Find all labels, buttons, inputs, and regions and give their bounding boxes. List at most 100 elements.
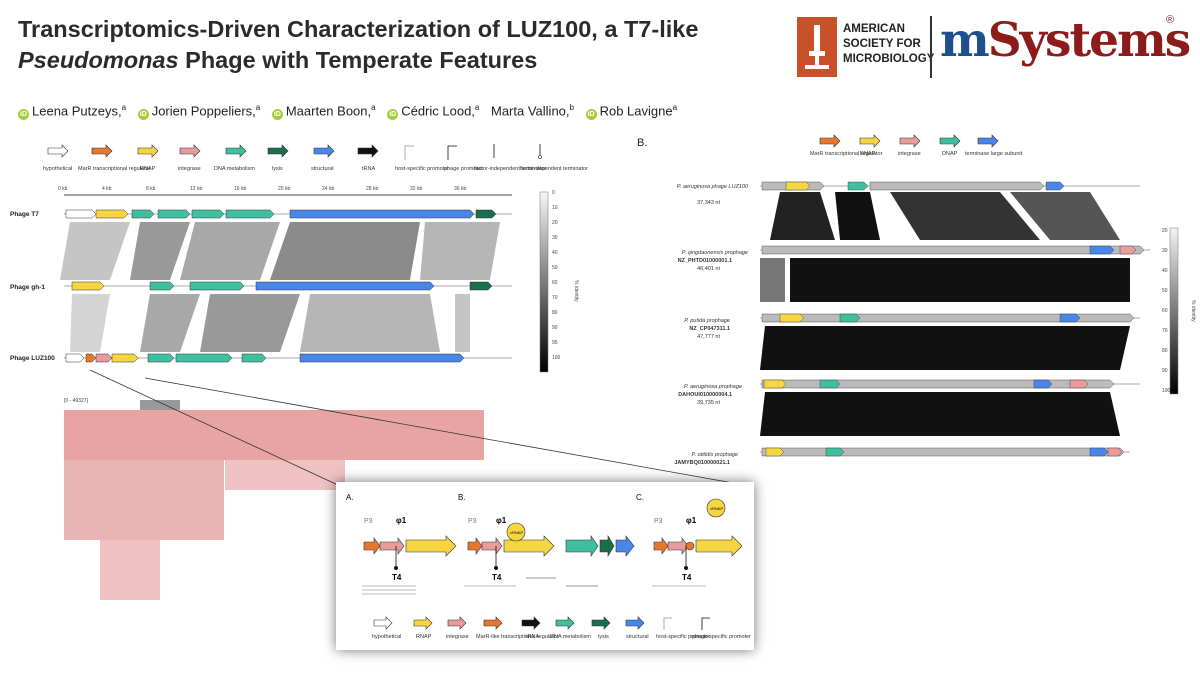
genome-label: Phage LUZ100 (10, 355, 55, 362)
svg-text:φ1: φ1 (396, 516, 407, 525)
panel-b-figure: MarR transcriptional regulator RNAP inte… (674, 134, 1196, 466)
legend-label: phage promoter (444, 166, 483, 172)
inset-model-a: P3 φ1 T4 (362, 516, 457, 595)
legend-marr-arrow (819, 134, 841, 148)
title-line-2: Pseudomonas Phage with Temperate Feature… (18, 45, 788, 76)
genome-label: P. putida prophage (684, 318, 730, 324)
svg-text:[0 - 49327]: [0 - 49327] (64, 398, 89, 404)
rnap-bubble-icon (706, 498, 726, 518)
t7-gene-track (64, 209, 512, 219)
identity-tick-label: 0 (552, 190, 555, 196)
legend-label: RNAP (860, 151, 876, 157)
svg-text:tRNA: tRNA (526, 634, 539, 640)
legend-label: MarR transcriptional regulator (810, 151, 883, 157)
identity-tick-label: 100 (552, 355, 561, 361)
svg-text:% identity: % identity (573, 280, 579, 302)
svg-text:20 kb: 20 kb (278, 186, 290, 192)
svg-text:12 kb: 12 kb (190, 186, 202, 192)
svg-text:NZ_PHTD01000001.1: NZ_PHTD01000001.1 (678, 258, 732, 264)
identity-tick-label: 20 (552, 220, 558, 226)
svg-text:39,735 nt: 39,735 nt (697, 400, 720, 406)
svg-text:T4: T4 (682, 573, 692, 582)
svg-text:φ1: φ1 (496, 516, 507, 525)
svg-text:structural: structural (626, 634, 649, 640)
genome-label: P. aeruginosa phage LUZ100 (677, 184, 749, 190)
legend-label: lysis (272, 166, 283, 172)
identity-tick-label: 40 (552, 250, 558, 256)
identity-tick-label: 60 (1162, 308, 1168, 314)
legend-label: DNAP (942, 151, 958, 157)
synteny-ribbons-t7-gh1 (60, 222, 500, 280)
inset-panel-label: A. (346, 493, 354, 502)
asm-microscope-logo (797, 17, 837, 77)
svg-text:P3: P3 (364, 518, 373, 525)
inset-panel-label: B. (458, 493, 466, 502)
panel-b-genome-labels: P. aeruginosa phage LUZ100 37,343 nt P. … (674, 184, 749, 466)
title-line-2-rest: Phage with Temperate Features (178, 47, 538, 73)
legend-label: terminase large subunit (965, 151, 1023, 157)
orcid-icon[interactable]: iD (18, 109, 29, 121)
orcid-icon[interactable]: iD (387, 109, 399, 121)
identity-tick-label: 80 (552, 310, 558, 316)
identity-tick-label: 30 (1162, 248, 1168, 254)
svg-text:hypothetical: hypothetical (372, 634, 401, 640)
legend-label: RNAP (140, 166, 156, 172)
title-line-1: Transcriptomics-Driven Characterization … (18, 16, 699, 42)
identity-tick-label: 50 (1162, 288, 1168, 294)
svg-text:T4: T4 (492, 573, 502, 582)
legend-terminase-arrow (977, 134, 999, 148)
rnap-bubble-icon (506, 522, 526, 542)
svg-text:NZ_CP047311.1: NZ_CP047311.1 (689, 326, 730, 332)
genome-label: P. aeruginosa prophage (684, 384, 742, 390)
svg-text:4 kb: 4 kb (102, 186, 112, 192)
legend-label: factor-independent terminator (474, 166, 546, 172)
legend-label: structural (311, 166, 334, 172)
svg-text:37,343 nt: 37,343 nt (697, 200, 720, 206)
genome-label: Phage T7 (10, 211, 39, 218)
orcid-icon[interactable]: iD (271, 109, 283, 121)
svg-text:P3: P3 (468, 518, 477, 525)
legend-label: integrase (178, 166, 201, 172)
legend-lysis-arrow (267, 144, 289, 158)
identity-tick-label: 90 (552, 325, 558, 331)
svg-text:36 kb: 36 kb (454, 186, 466, 192)
luz100-gene-track (64, 353, 512, 363)
orcid-icon[interactable]: iD (137, 109, 149, 121)
svg-text:vRNAP: vRNAP (510, 530, 523, 535)
svg-text:0 kb: 0 kb (58, 186, 68, 192)
author[interactable]: Marta Vallino,b (491, 103, 574, 119)
svg-text:MarR-like transcriptional regu: MarR-like transcriptional regulator (476, 634, 559, 640)
orcid-icon[interactable]: iD (585, 109, 597, 121)
svg-text:16 kb: 16 kb (234, 186, 246, 192)
legend-label: DNA metabolism (214, 166, 255, 172)
panel-b-label: B. (637, 137, 648, 149)
identity-tick-label: 80 (1162, 348, 1168, 354)
identity-tick-label: 50 (552, 265, 558, 271)
svg-text:% identity: % identity (1190, 300, 1196, 322)
panel-b-tracks (760, 181, 1150, 457)
promoter-model-inset: A. B. C. P3 φ1 T4 P3 φ1 (336, 482, 754, 650)
identity-tick-label: 30 (552, 235, 558, 241)
svg-text:32 kb: 32 kb (410, 186, 422, 192)
identity-scale-b (1169, 227, 1179, 395)
svg-text:8 kb: 8 kb (146, 186, 156, 192)
svg-text:P3: P3 (654, 518, 663, 525)
svg-text:vRNAP: vRNAP (710, 506, 723, 511)
identity-tick-label: 95 (552, 340, 558, 346)
genome-label: P. otitidis prophage (692, 452, 738, 458)
svg-text:host-specific promoter: host-specific promoter (656, 634, 710, 640)
panel-a-legend: hypothetical MarR transcriptional regula… (43, 144, 588, 172)
svg-text:φ1: φ1 (686, 516, 697, 525)
legend-label: integrase (898, 151, 921, 157)
gh1-gene-track (64, 281, 512, 291)
genome-label: P. qingdaonensis prophage (682, 250, 748, 256)
logo-divider (930, 16, 932, 78)
legend-rnap-arrow (137, 144, 159, 158)
identity-tick-label: 70 (1162, 328, 1168, 334)
